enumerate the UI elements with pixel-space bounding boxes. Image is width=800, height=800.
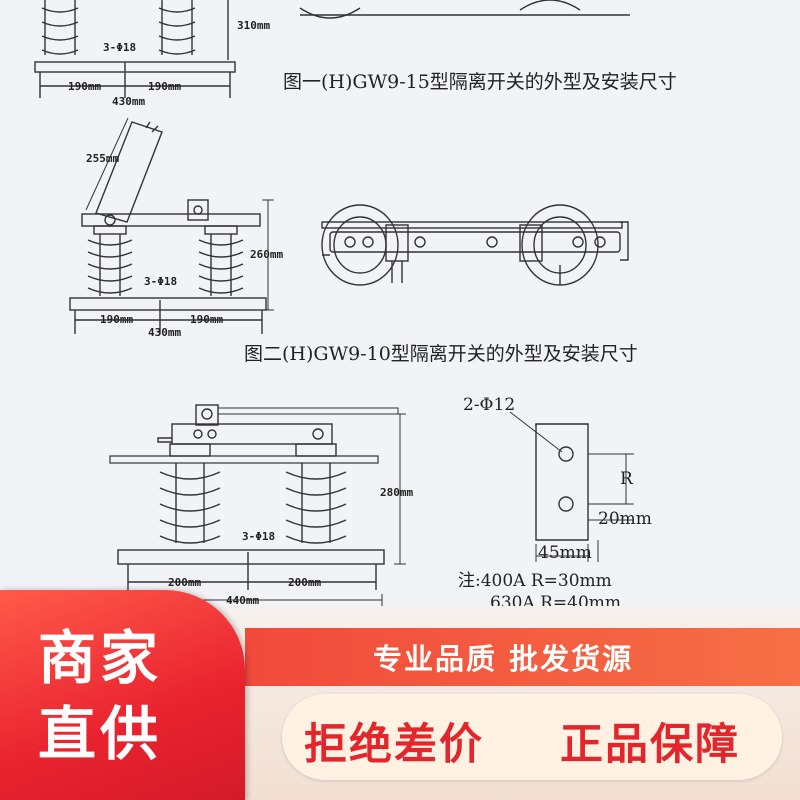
fig2-holes-label: 3-Φ18: [144, 275, 177, 288]
fig3-insulator-left: [159, 443, 221, 544]
fig2-insulator-left: [87, 225, 133, 296]
slogan-pill: 拒绝差价 正品保障: [282, 694, 782, 780]
figure-2: [69, 117, 629, 334]
merchant-badge: 商家 直供: [0, 590, 245, 800]
fig3-total-dim: 440mm: [226, 594, 259, 607]
fig2-height-label: 260mm: [250, 248, 283, 261]
fig2-total-dim: 430mm: [148, 326, 181, 339]
fig1-insulator-right: [158, 0, 196, 55]
fig3-insulator-right: [285, 443, 347, 544]
fig1-holes-label: 3-Φ18: [103, 41, 136, 54]
slogan-right-text: 正品保障: [560, 720, 740, 770]
badge-line-1: 商家: [38, 624, 163, 692]
fig1-left-dim: 190mm: [68, 80, 101, 93]
fig2-right-dim: 190mm: [190, 313, 223, 326]
fig1-total-dim: 430mm: [112, 95, 145, 108]
fig3-right-dim: 200mm: [288, 576, 321, 589]
fig2-plan-view: [321, 204, 629, 286]
slogan-top-text: 专业品质 批发货源: [373, 642, 634, 676]
terminal-edge-label: 20mm: [598, 509, 652, 529]
fig2-insulator-right: [198, 225, 244, 296]
fig1-height-label: 310mm: [237, 19, 270, 32]
terminal-detail: [509, 411, 634, 562]
fig3-holes-label: 3-Φ18: [242, 530, 275, 543]
terminal-width-label: 45mm: [538, 543, 592, 563]
terminal-r-label: R: [620, 469, 634, 489]
fig3-height-label: 280mm: [380, 486, 413, 499]
fig3-left-dim: 200mm: [168, 576, 201, 589]
fig2-caption: 图二(H)GW9-10型隔离开关的外型及安装尺寸: [244, 343, 638, 365]
fig2-blade-label: 255mm: [86, 152, 119, 165]
figure-1: [34, 0, 630, 98]
fig1-right-dim: 190mm: [148, 80, 181, 93]
fig2-left-dim: 190mm: [100, 313, 133, 326]
note-line-1: 注:400A R=30mm: [458, 571, 612, 591]
figure-3: [109, 404, 406, 606]
fig1-caption: 图一(H)GW9-15型隔离开关的外型及安装尺寸: [283, 71, 677, 93]
terminal-holes-label: 2-Φ12: [463, 395, 515, 415]
fig1-insulator-left: [41, 0, 79, 55]
slogan-top-bar: 专业品质 批发货源: [245, 628, 800, 686]
badge-line-2: 直供: [38, 700, 163, 768]
slogan-left-text: 拒绝差价: [304, 720, 484, 770]
